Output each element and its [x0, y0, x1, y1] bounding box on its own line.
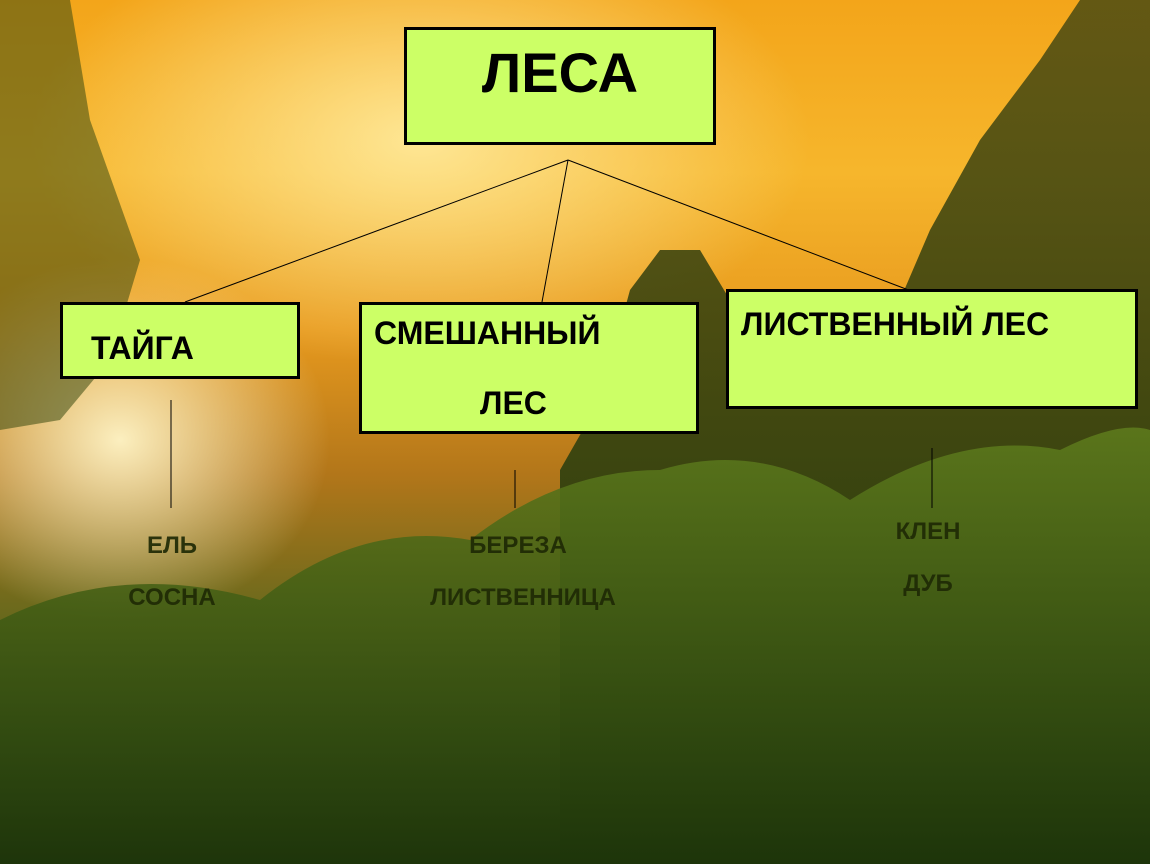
example-el: ЕЛЬ	[146, 532, 198, 559]
category-mixed-label-line1: СМЕШАННЫЙ	[374, 315, 601, 351]
root-label: ЛЕСА	[481, 40, 639, 104]
example-klen: КЛЕН	[895, 518, 961, 545]
category-deciduous-forest: ЛИСТВЕННЫЙ ЛЕС	[726, 289, 1138, 409]
example-bereza: БЕРЕЗА	[469, 532, 567, 559]
category-mixed-label-line2: ЛЕС	[480, 385, 547, 421]
category-taiga-label: ТАЙГА	[91, 330, 194, 366]
example-sosna: СОСНА	[128, 584, 216, 611]
example-listvennitsa: ЛИСТВЕННИЦА	[430, 584, 616, 611]
category-deciduous-label: ЛИСТВЕННЫЙ ЛЕС	[741, 306, 1050, 342]
category-mixed-forest: СМЕШАННЫЙ ЛЕС	[359, 302, 699, 434]
example-dub: ДУБ	[903, 570, 953, 597]
root-node: ЛЕСА	[404, 27, 716, 145]
category-taiga: ТАЙГА	[60, 302, 300, 379]
